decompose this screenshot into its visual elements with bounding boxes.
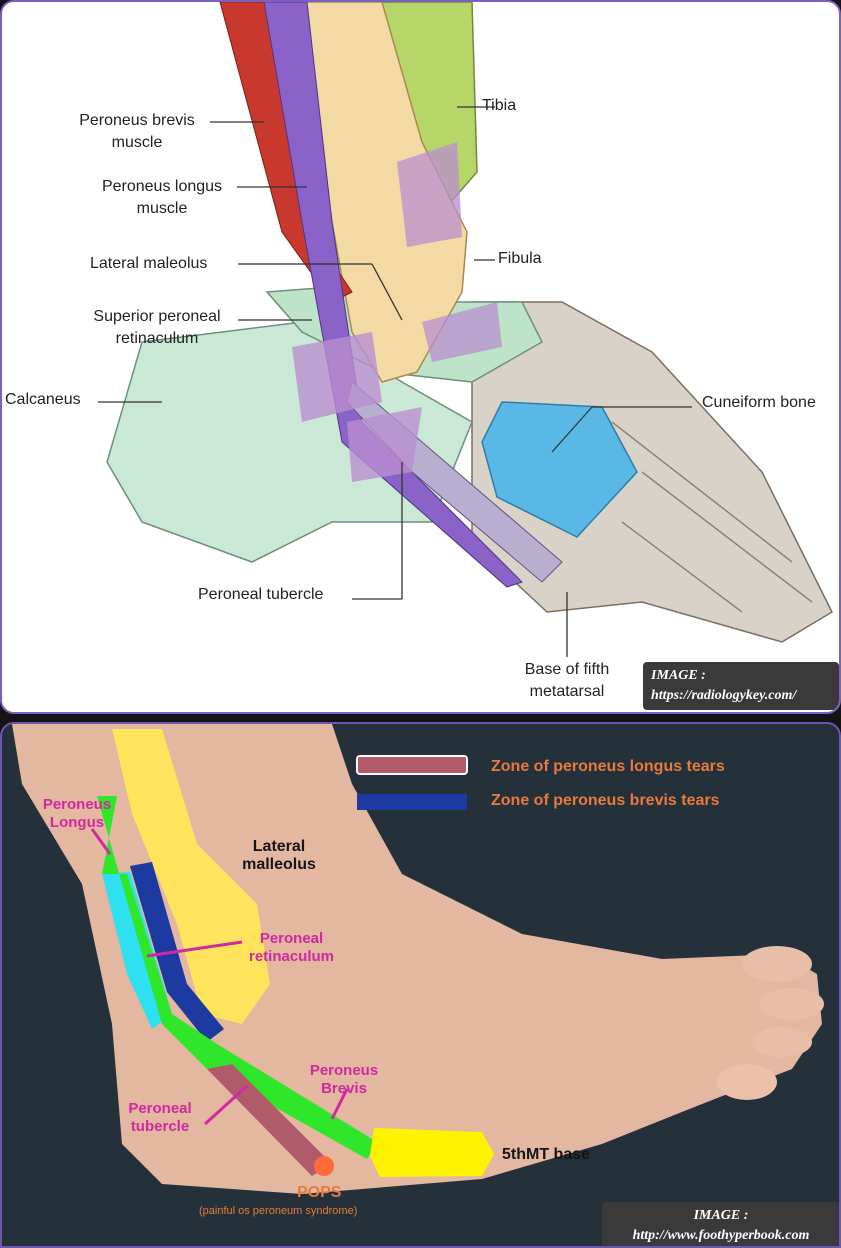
label-fibula: Fibula — [498, 250, 542, 267]
toe — [742, 946, 812, 982]
image-credit-radiologykey: IMAGE : https://radiologykey.com/ — [643, 662, 839, 710]
inferior-retinaculum — [347, 407, 422, 482]
label-peroneal-tubercle: Peroneal tubercle — [198, 586, 324, 603]
leader-lines — [98, 106, 692, 657]
toe — [717, 1064, 777, 1100]
label-cuneiform-bone: Cuneiform bone — [702, 394, 816, 411]
peroneus-brevis-muscle — [219, 2, 353, 303]
fifth-mt-base-zone — [370, 1128, 494, 1177]
lateral-malleolus-zone — [112, 729, 270, 1024]
os-peroneum-marker — [314, 1156, 334, 1176]
label-peroneal-tubercle: Peroneal tubercle — [128, 1100, 192, 1135]
label-pops: POPS — [297, 1184, 342, 1201]
label-peroneal-retinaculum: Peroneal retinaculum — [248, 930, 335, 965]
legend-swatch-brevis — [357, 794, 467, 810]
label-lateral-malleolus: Lateral malleolus — [242, 838, 316, 873]
pointer-lines — [90, 828, 349, 1126]
image-credit-foothyperbook: IMAGE : http://www.foothyperbook.com — [602, 1202, 839, 1246]
superior-peroneal-retinaculum — [292, 332, 382, 422]
ankle-lateral-illustration — [98, 2, 833, 657]
toe — [752, 1027, 812, 1057]
anatomy-illustration-panel: Peroneus brevis muscle Peroneus longus m… — [0, 0, 841, 714]
label-5th-mt-base: 5thMT base — [502, 1146, 591, 1163]
label-base-of-fifth-metatarsal: Base of fifth metatarsal — [524, 661, 610, 700]
label-superior-peroneal-retinaculum: Superior peroneal retinaculum — [93, 308, 221, 347]
tibiofibular-ligament — [397, 142, 462, 247]
label-peroneus-longus-muscle: Peroneus longus muscle — [101, 178, 223, 217]
label-lateral-maleolus: Lateral maleolus — [90, 255, 208, 272]
annotated-foot-photo-panel: Zone of peroneus longus tears Zone of pe… — [0, 722, 841, 1248]
legend-label-longus: Zone of peroneus longus tears — [491, 758, 725, 775]
label-peroneus-longus: Peroneus Longus — [42, 796, 112, 831]
label-peroneus-brevis-muscle: Peroneus brevis muscle — [79, 112, 195, 151]
toe — [760, 988, 824, 1020]
peroneus-brevis-tendon — [97, 796, 377, 1159]
legend-swatch-longus — [356, 755, 468, 775]
label-tibia: Tibia — [482, 97, 517, 114]
ankle-ligament — [422, 302, 502, 362]
label-calcaneus: Calcaneus — [5, 391, 81, 408]
label-pops-full: (painful os peroneum syndrome) — [199, 1205, 358, 1217]
legend-label-brevis: Zone of peroneus brevis tears — [491, 792, 720, 809]
label-peroneus-brevis: Peroneus Brevis — [309, 1062, 379, 1097]
foot-zones-illustration — [12, 724, 824, 1194]
